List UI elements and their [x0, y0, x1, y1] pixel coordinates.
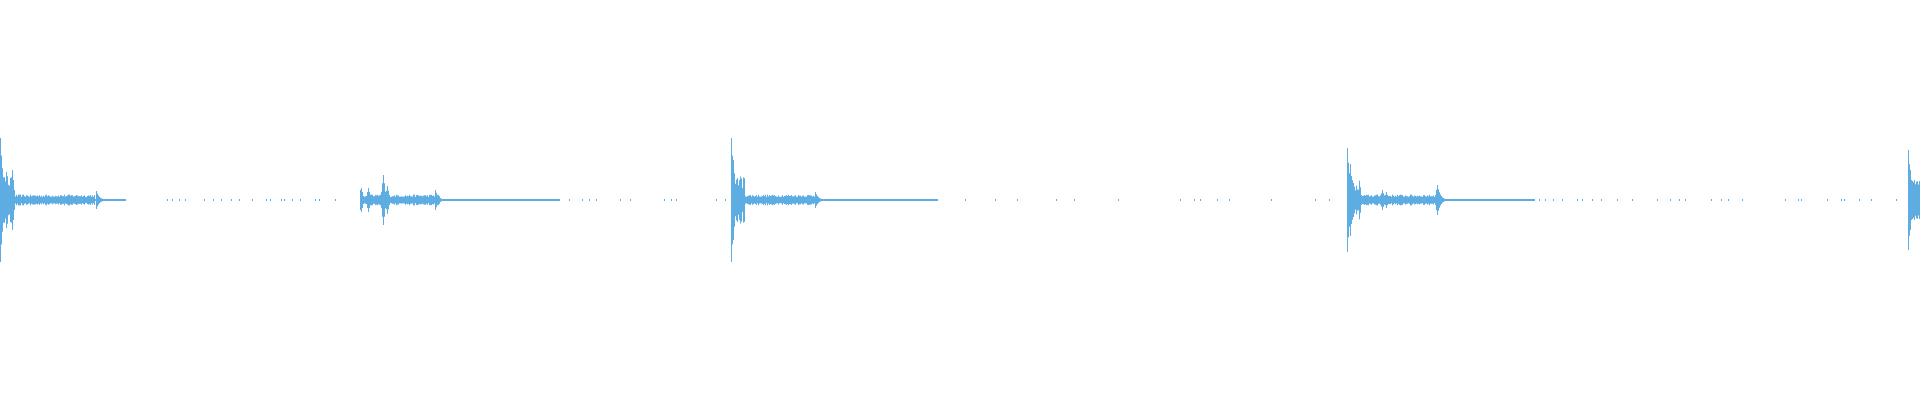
- waveform-trace: [0, 138, 1920, 262]
